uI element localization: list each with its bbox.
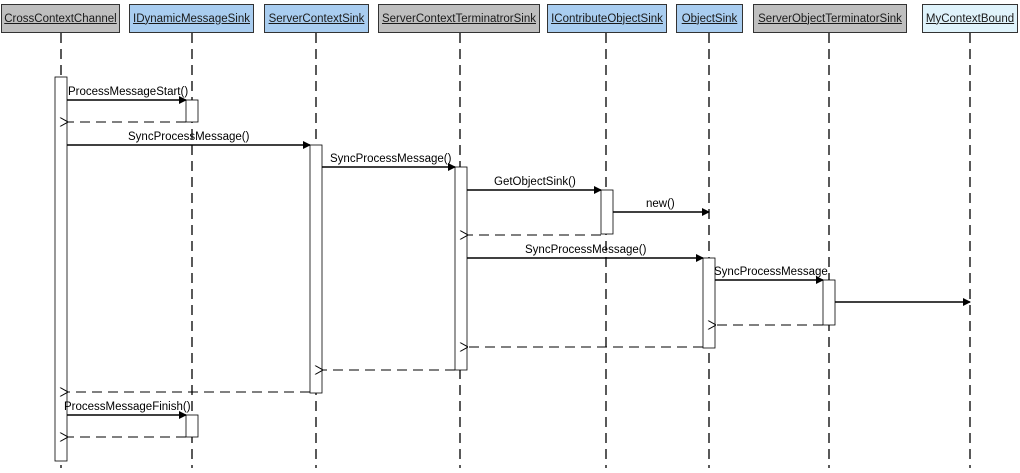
lifeline-label: ObjectSink	[681, 12, 738, 25]
lifeline-header-icontributeobjectsink: IContributeObjectSink	[547, 4, 667, 33]
lifeline-label: ServerContextTerminatrorSink	[381, 12, 537, 25]
lifeline-header-servercontextterminatrorsink: ServerContextTerminatrorSink	[378, 4, 540, 33]
activation-bar	[822, 279, 836, 326]
activation-bar	[309, 144, 323, 394]
activation-bar	[185, 99, 199, 123]
activation-bar	[454, 166, 468, 371]
lifeline-header-servercontextsink: ServerContextSink	[264, 4, 369, 33]
lifeline-label: IContributeObjectSink	[551, 12, 663, 25]
message-label: SyncProcessMessage()	[330, 153, 452, 165]
message-label: SyncProcessMessage	[714, 266, 828, 278]
message-label: ProcessMessageFinish()	[64, 401, 191, 413]
lifeline-header-mycontextbound: MyContextBound	[922, 4, 1018, 33]
lifeline-label: CrossContextChannel	[4, 12, 117, 25]
lifeline-header-objectsink: ObjectSink	[676, 4, 743, 33]
lifeline-label: ServerContextSink	[268, 12, 365, 25]
lifeline-header-crosscontextchannel: CrossContextChannel	[1, 4, 120, 33]
lifeline-header-idynamicmessagesink: IDynamicMessageSink	[129, 4, 254, 33]
lifeline-label: MyContextBound	[925, 12, 1015, 25]
activation-bar	[54, 76, 68, 462]
message-label: new()	[646, 198, 675, 210]
lifeline-label: ServerObjectTerminatorSink	[758, 12, 902, 25]
lifeline-label: IDynamicMessageSink	[133, 12, 250, 25]
message-label: ProcessMessageStart()	[68, 86, 188, 98]
lifeline-header-serverobjectterminatorsink: ServerObjectTerminatorSink	[753, 4, 907, 33]
message-label: SyncProcessMessage()	[525, 244, 647, 256]
activation-bar	[185, 414, 199, 438]
activation-bar	[600, 189, 614, 235]
message-label: SyncProcessMessage()	[128, 131, 250, 143]
message-label: GetObjectSink()	[494, 176, 576, 188]
